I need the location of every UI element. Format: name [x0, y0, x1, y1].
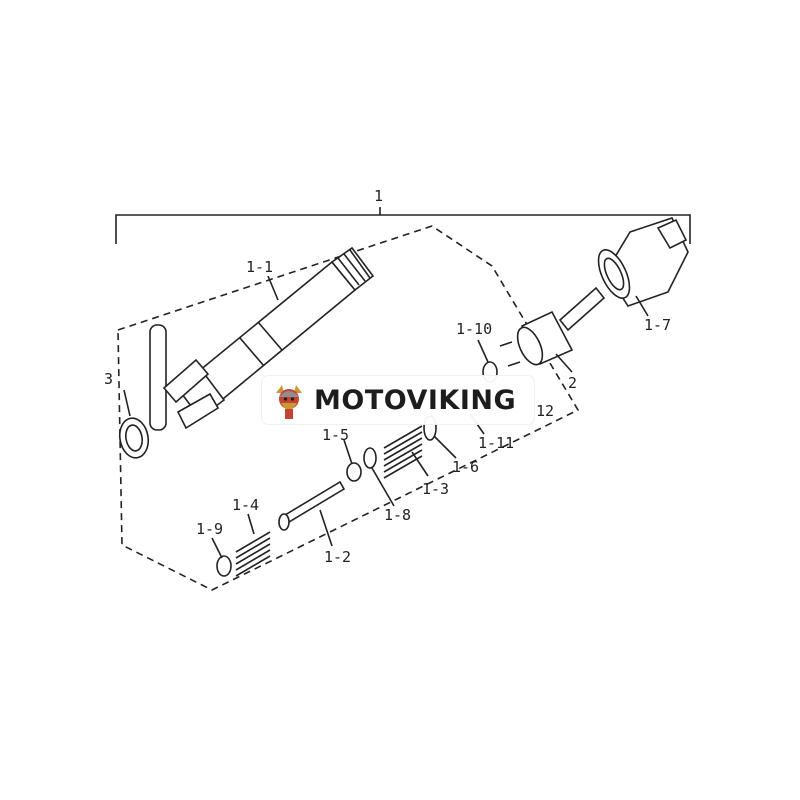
label-1-6: 1-6 — [452, 458, 479, 476]
label-3: 3 — [104, 370, 113, 388]
dowel-pin — [499, 341, 513, 347]
label-1: 1 — [374, 187, 383, 205]
needle-rod — [278, 480, 346, 531]
label-1-9: 1-9 — [196, 520, 223, 538]
label-1-1: 1-1 — [246, 258, 273, 276]
label-1-8: 1-8 — [384, 506, 411, 524]
injector-body — [149, 246, 375, 431]
label-1-4: 1-4 — [232, 496, 259, 514]
label-1-10: 1-10 — [456, 320, 492, 338]
washer-1-9 — [216, 555, 232, 577]
label-12: 12 — [536, 402, 554, 420]
nozzle-tip — [516, 286, 606, 366]
label-1-2: 1-2 — [324, 548, 351, 566]
washer-1-5 — [346, 462, 362, 482]
watermark-banner: MOTOVIKING — [262, 376, 534, 424]
label-1-5: 1-5 — [322, 426, 349, 444]
label-1-7: 1-7 — [644, 316, 671, 334]
label-1-3: 1-3 — [422, 480, 449, 498]
label-2: 2 — [568, 374, 577, 392]
dowel-pin — [507, 361, 521, 367]
watermark-brand: MOTOVIKING — [314, 384, 517, 416]
washer-1-8 — [363, 447, 377, 469]
label-1-11: 1-11 — [478, 434, 514, 452]
assembly-bracket — [115, 207, 691, 244]
dashed-group-outline — [117, 225, 580, 591]
viking-logo-icon — [276, 385, 302, 419]
spring-small — [235, 531, 271, 577]
gasket-ring — [118, 417, 150, 459]
retaining-nut — [597, 217, 689, 307]
spring-large — [383, 425, 423, 479]
